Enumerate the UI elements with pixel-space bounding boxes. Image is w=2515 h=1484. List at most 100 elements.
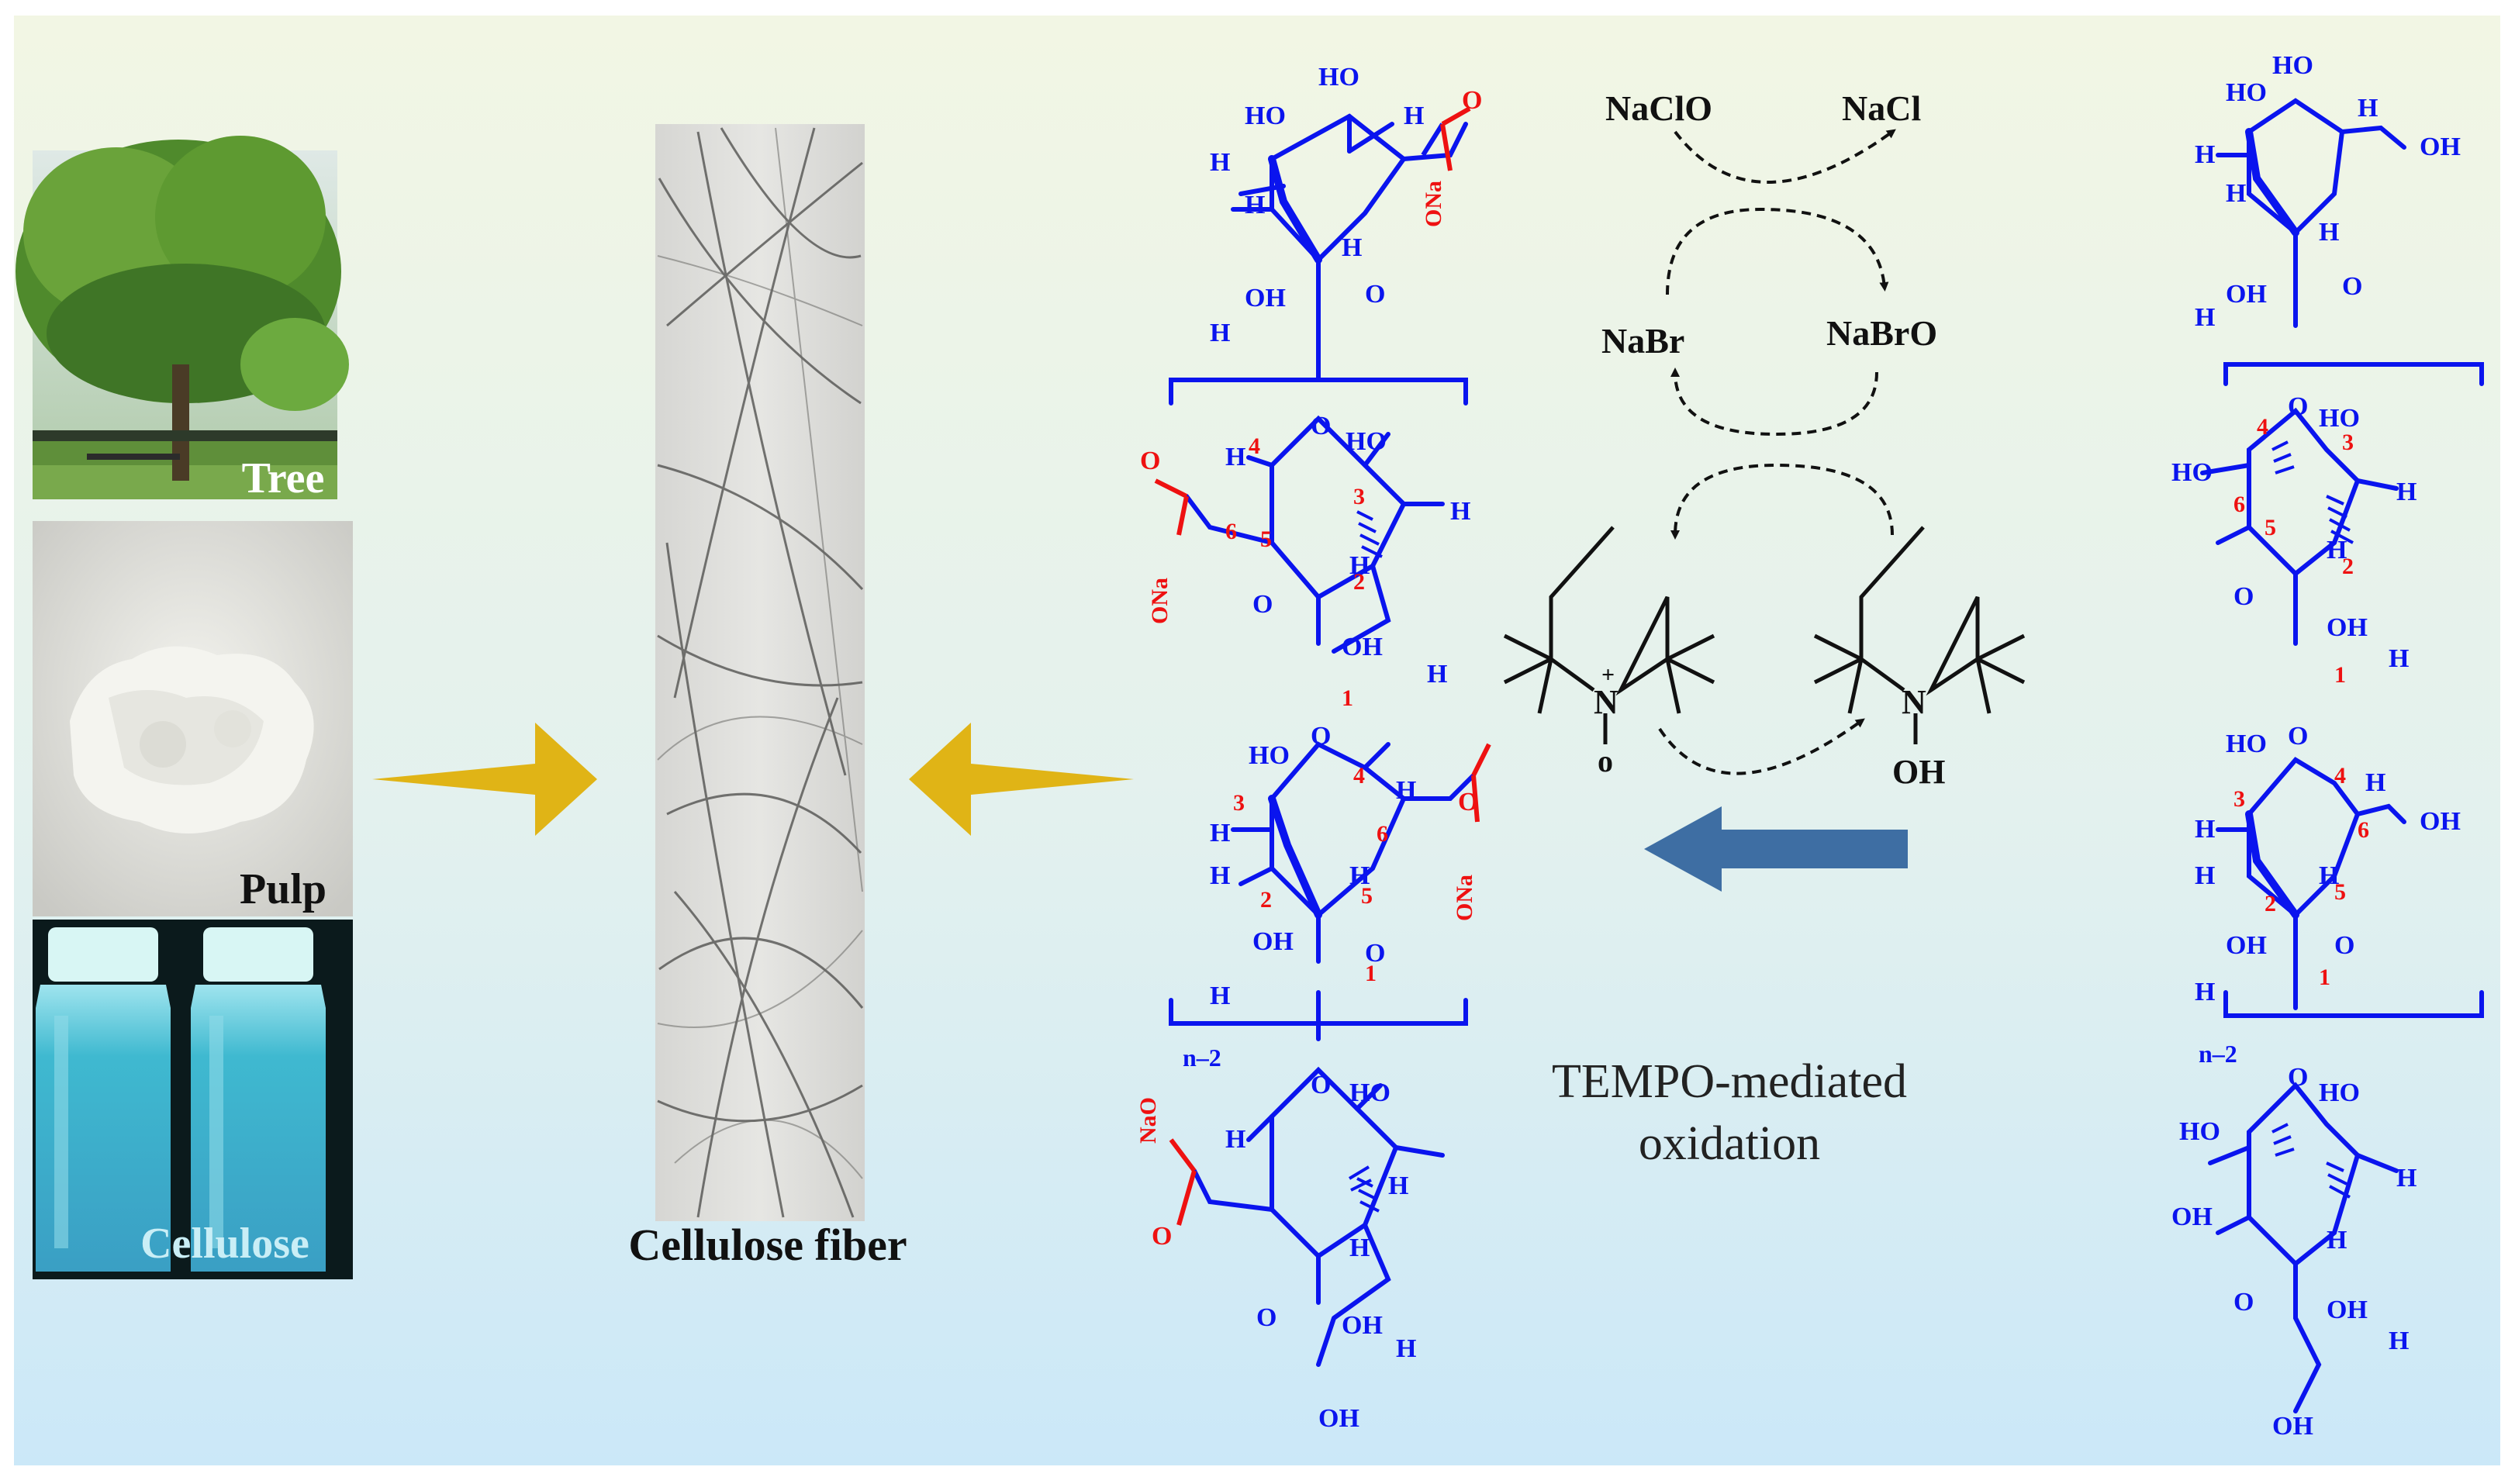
nat-num-4a: 4: [2257, 414, 2268, 440]
pulp-photo: [33, 521, 353, 916]
chain2-h-4: H: [2319, 218, 2339, 247]
arrow-from-oxidized: [909, 723, 1134, 836]
chain1-h-15: H: [1225, 1125, 1245, 1154]
oxidized-carboxyl-groups: [1154, 106, 1491, 1226]
cellulose-label: Cellulose: [140, 1220, 309, 1268]
nat-num-5a: 5: [2265, 515, 2276, 540]
oxidized-hash-bonds: [1348, 510, 1383, 1213]
chain2-repeat-label: n–2: [2199, 1040, 2237, 1068]
chain2-ho-7: HO: [2179, 1117, 2220, 1146]
arrow-to-fiber: [372, 723, 597, 836]
nat-num-3a: 3: [2342, 430, 2354, 455]
chain1-o-ring4: O: [1256, 1303, 1277, 1332]
chain2-ho-4: HO: [2171, 458, 2213, 487]
carboxyl4-o: O: [1152, 1222, 1172, 1251]
chain2-h-15: H: [2327, 1226, 2347, 1254]
chain1-o-link3: O: [1311, 1071, 1331, 1099]
chain2-ho-6: HO: [2319, 1078, 2360, 1107]
chain2-h-7: H: [2327, 536, 2347, 564]
tempoh-to-tempo-arrow: [1670, 463, 1894, 540]
ox-num-1b: 1: [1365, 961, 1377, 986]
chain1-h-16: H: [1388, 1172, 1408, 1200]
carboxyl3-ona: ONa: [1452, 875, 1477, 921]
oxidation-direction-arrow: [1644, 806, 1908, 892]
tree-label: Tree: [242, 454, 325, 502]
chain1-h-1: H: [1404, 102, 1424, 130]
carboxyl3-o: O: [1458, 788, 1478, 816]
chain2-oh-6: OH: [2171, 1203, 2213, 1231]
chain2-o-ring4: O: [2233, 1288, 2254, 1317]
pulp-label: Pulp: [240, 865, 326, 913]
chain1-o-ring2: O: [1252, 590, 1273, 619]
chain1-o-ring3: O: [1365, 939, 1385, 968]
chain1-h-11: H: [1210, 819, 1230, 847]
chain2-oh-5: OH: [2226, 931, 2267, 960]
chain1-o-link2: O: [1311, 722, 1331, 751]
native-hash-bonds: [2271, 440, 2354, 1199]
chain2-h-14: H: [2396, 1164, 2417, 1192]
chain1-h-13: H: [1349, 861, 1370, 890]
chain2-ho-1: HO: [2272, 51, 2313, 80]
tree-photo: [16, 136, 349, 499]
nat-num-1b: 1: [2319, 965, 2330, 990]
naclo-to-nacl-arrow: [1674, 129, 1896, 184]
chain2-h-8: H: [2389, 644, 2409, 673]
chain1-h-6: H: [1225, 443, 1245, 471]
ox-num-2a: 2: [1353, 569, 1365, 595]
fiber-tem-image: [655, 124, 865, 1221]
chain1-ho-2: HO: [1245, 102, 1286, 130]
chain1-h-9: H: [1427, 660, 1447, 689]
tempo-oxoammonium: [1503, 526, 1715, 744]
chain2-ho-2: HO: [2226, 78, 2267, 107]
nacl-label: NaCl: [1842, 88, 1921, 128]
chain1-h-18: H: [1396, 1334, 1416, 1363]
chain2-ho-3: HO: [2319, 404, 2360, 433]
process-label-line2: oxidation: [1639, 1117, 1820, 1170]
chain1-ho-1: HO: [1318, 63, 1359, 91]
chain1-h-17: H: [1349, 1234, 1370, 1262]
chain2-h-10: H: [2195, 815, 2215, 844]
chain1-ho-5: HO: [1349, 1078, 1391, 1107]
chain2-oh-2: OH: [2226, 280, 2267, 309]
chain2-ho-5: HO: [2226, 730, 2267, 758]
chain1-ho-3: HO: [1346, 427, 1387, 456]
chain2-oh-7: OH: [2327, 1296, 2368, 1324]
chain1-oh-2: OH: [1342, 633, 1383, 661]
ox-num-6b: 6: [1377, 821, 1388, 847]
nat-num-2a: 2: [2342, 554, 2354, 579]
nabr-label: NaBr: [1601, 321, 1684, 361]
chain1-ho-4: HO: [1249, 741, 1290, 770]
chain2-o-link2: O: [2288, 722, 2308, 751]
chain1-oh-4: OH: [1342, 1311, 1383, 1340]
tempo-hydroxylamine: [1813, 526, 2026, 744]
nat-num-1a: 1: [2334, 662, 2346, 688]
ox-num-4a: 4: [1249, 433, 1260, 459]
chain2-h-9: H: [2365, 768, 2385, 797]
chain1-h-3: H: [1245, 191, 1265, 219]
nabro-label: NaBrO: [1826, 313, 1937, 353]
chain2-h-12: H: [2319, 861, 2339, 890]
nabro-to-nabr-arrow: [1670, 368, 1878, 437]
nat-num-6a: 6: [2233, 492, 2245, 517]
carboxyl4-nao: NaO: [1135, 1097, 1161, 1144]
chain2-oh-8: OH: [2272, 1412, 2313, 1441]
carboxyl1-ona: ONa: [1421, 181, 1446, 227]
tempo-plus: +: [1601, 662, 1615, 688]
chain1-h-4: H: [1342, 233, 1362, 262]
tempo-to-tempoh-arrow: [1658, 718, 1865, 775]
nat-num-5b: 5: [2334, 879, 2346, 905]
chain2-oh-3: OH: [2327, 613, 2368, 642]
chain1-h-5: H: [1210, 319, 1230, 347]
chain1-repeat-label: n–2: [1183, 1044, 1221, 1072]
nat-num-6b: 6: [2358, 817, 2369, 843]
chain2-h-2: H: [2195, 140, 2215, 169]
background-panel: [14, 16, 2500, 1465]
chain1-oh-1: OH: [1245, 284, 1286, 312]
ox-num-6a: 6: [1225, 519, 1237, 544]
nabr-to-nabro-arrow: [1666, 207, 1889, 295]
fiber-caption: Cellulose fiber: [628, 1220, 907, 1270]
redox-cycle: [1658, 129, 1896, 775]
oxidized-chain: [1169, 113, 1476, 1367]
